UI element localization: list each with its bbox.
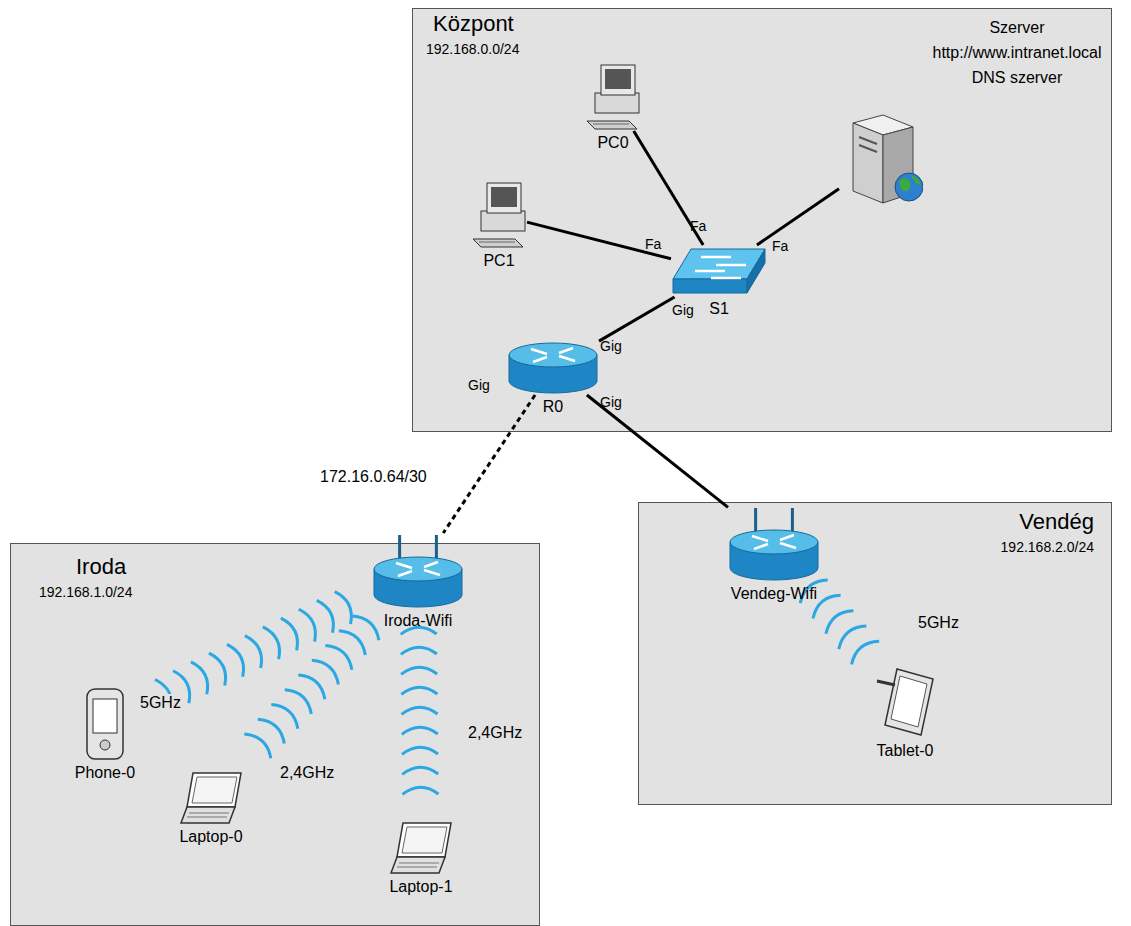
- port-label: Fa: [645, 236, 661, 252]
- frequency-label: 2,4GHz: [278, 764, 336, 782]
- sw-icon: [671, 245, 767, 297]
- wifi-icon: [728, 506, 820, 582]
- server-label: Szerver http://www.intranet.local DNS sz…: [917, 15, 1117, 90]
- device-label: Vendeg-Wifi: [731, 585, 817, 603]
- device-label: PC1: [483, 252, 514, 270]
- device-label: Phone-0: [75, 764, 136, 782]
- port-label: Gig: [672, 302, 694, 318]
- wireless-link: [800, 580, 879, 664]
- network-device: Tablet-0: [873, 661, 937, 760]
- router-icon: [507, 341, 599, 395]
- network-zone: Iroda 192.168.1.0/24Iroda-WifiPhone-0Lapt…: [10, 543, 540, 926]
- device-label: Iroda-Wifi: [384, 612, 452, 630]
- device-label: S1: [709, 300, 729, 318]
- device-label: PC0: [597, 134, 628, 152]
- frequency-label: 5GHz: [138, 694, 183, 712]
- network-device: Phone-0: [75, 687, 136, 782]
- cable-link: [599, 297, 675, 341]
- network-device: Laptop-1: [389, 819, 453, 896]
- tablet-icon: [873, 661, 937, 739]
- network-device: PC0: [585, 63, 641, 152]
- subnet-label: 192.168.1.0/24: [39, 584, 132, 600]
- port-label: Gig: [600, 394, 622, 410]
- device-label: Laptop-1: [389, 878, 452, 896]
- frequency-label: 2,4GHz: [466, 724, 524, 742]
- wireless-link: [155, 592, 351, 712]
- network-device: Laptop-0: [179, 769, 243, 846]
- cable-link: [527, 222, 671, 259]
- subnet-label: 192.168.2.0/24: [1001, 539, 1094, 555]
- port-label: Fa: [772, 238, 788, 254]
- pc-icon: [585, 63, 641, 131]
- cable-link: [443, 395, 535, 533]
- network-device: Vendeg-Wifi: [728, 506, 820, 603]
- server-icon: [839, 113, 923, 207]
- device-label: Laptop-0: [179, 828, 242, 846]
- zone-title: Központ: [433, 11, 514, 37]
- network-zone: Vendég 192.168.2.0/24Vendeg-WifiTablet-0: [638, 502, 1112, 805]
- network-zone: Központ192.168.0.0/24Szerver http://www.…: [412, 8, 1112, 432]
- device-label: Tablet-0: [877, 742, 934, 760]
- cable-link: [587, 395, 728, 507]
- zone-title: Iroda: [76, 554, 126, 580]
- link-subnet-label: 172.16.0.64/30: [318, 468, 429, 486]
- cable-link: [757, 189, 839, 245]
- server-node: Szerver http://www.intranet.local DNS sz…: [917, 15, 1117, 90]
- laptop-icon: [179, 769, 243, 825]
- network-device: R0: [507, 341, 599, 416]
- laptop-icon: [389, 819, 453, 875]
- frequency-label: 5GHz: [916, 614, 961, 632]
- device-label: R0: [543, 398, 563, 416]
- port-label: Gig: [600, 338, 622, 354]
- port-label: Gig: [468, 377, 490, 393]
- port-label: Fa: [690, 218, 706, 234]
- pc-icon: [471, 181, 527, 249]
- network-device: PC1: [471, 181, 527, 270]
- zone-title: Vendég: [1019, 509, 1094, 535]
- wireless-link: [401, 627, 439, 794]
- subnet-label: 192.168.0.0/24: [426, 41, 519, 57]
- wifi-icon: [372, 533, 464, 609]
- network-device: Iroda-Wifi: [372, 533, 464, 630]
- wireless-link: [244, 616, 379, 758]
- phone-icon: [83, 687, 127, 761]
